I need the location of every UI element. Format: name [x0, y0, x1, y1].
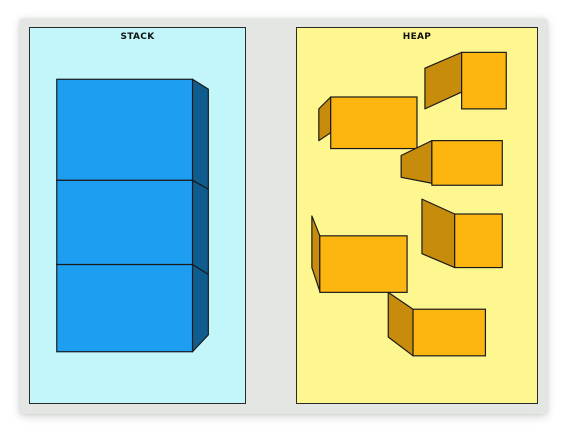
heap-title: HEAP: [402, 32, 432, 42]
heap-drawing: [311, 51, 507, 357]
stack-title: STACK: [120, 32, 155, 42]
diagram-card: STACK HEAP: [20, 19, 547, 414]
heap-box-5: [311, 215, 408, 293]
stack-drawing: [56, 78, 209, 353]
heap-panel: HEAP: [296, 27, 538, 404]
heap-box-2: [318, 96, 418, 150]
stack-panel: STACK: [29, 27, 246, 404]
stack-box-top: [56, 78, 209, 190]
heap-box-6: [387, 291, 487, 357]
heap-box-3: [400, 140, 503, 186]
heap-box-1: [424, 51, 507, 110]
stack-box-middle: [56, 179, 209, 276]
stack-box-bottom: [56, 263, 209, 353]
heap-box-4: [421, 198, 503, 269]
